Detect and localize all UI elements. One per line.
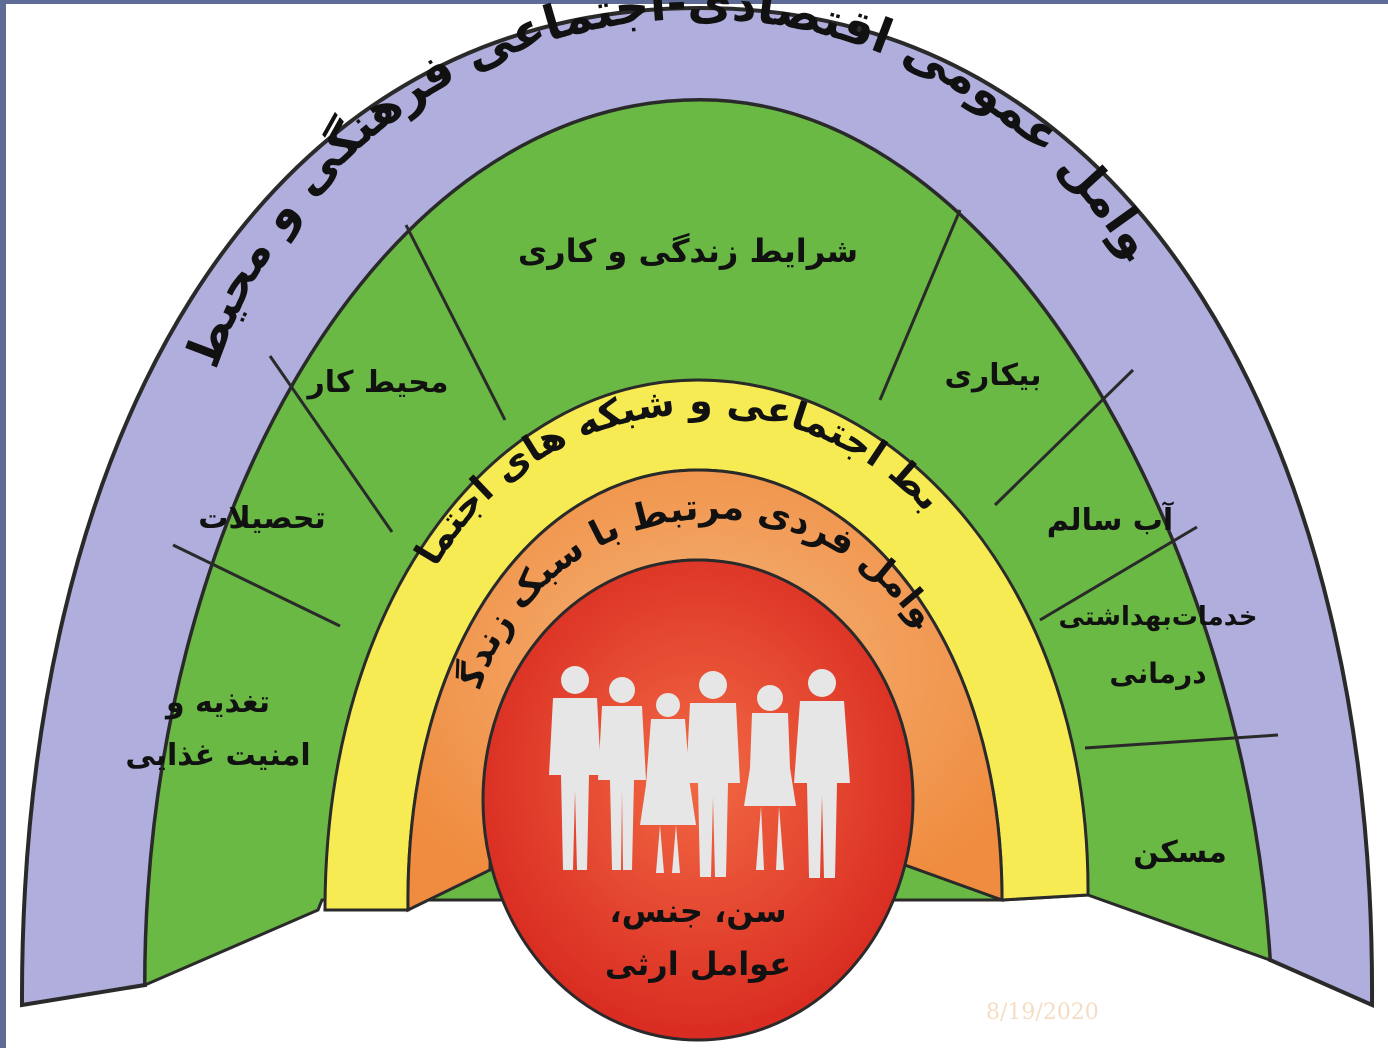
sector-work-environment: محیط کار (306, 365, 449, 400)
sector-housing: مسکن (1133, 835, 1227, 870)
sector-nutrition-line2: امنیت غذایی (125, 738, 310, 773)
group-of-people-silhouettes-icon (549, 666, 850, 878)
slide-frame-top (0, 0, 1388, 4)
sector-safe-water: آب سالم (1047, 501, 1174, 538)
green-sector-dividers (172, 209, 1279, 750)
slide-frame-left (0, 0, 6, 1048)
core-circle (481, 558, 915, 1042)
sector-education: تحصیلات (198, 501, 326, 536)
core-label-line2: عوامل ارثی (605, 945, 791, 983)
sector-health-services-line1: خدمات‌بهداشتی (1058, 602, 1257, 632)
sector-living-working-conditions: شرایط زندگی و کاری (518, 232, 858, 270)
sector-unemployment: بیکاری (945, 358, 1042, 393)
slide-date: 8/19/2020 (986, 1000, 1099, 1025)
sector-health-services-line2: درمانی (1109, 657, 1206, 690)
core-label-line1: سن، جنس، (609, 892, 786, 930)
sector-nutrition-line1: تغذیه و (164, 685, 270, 720)
